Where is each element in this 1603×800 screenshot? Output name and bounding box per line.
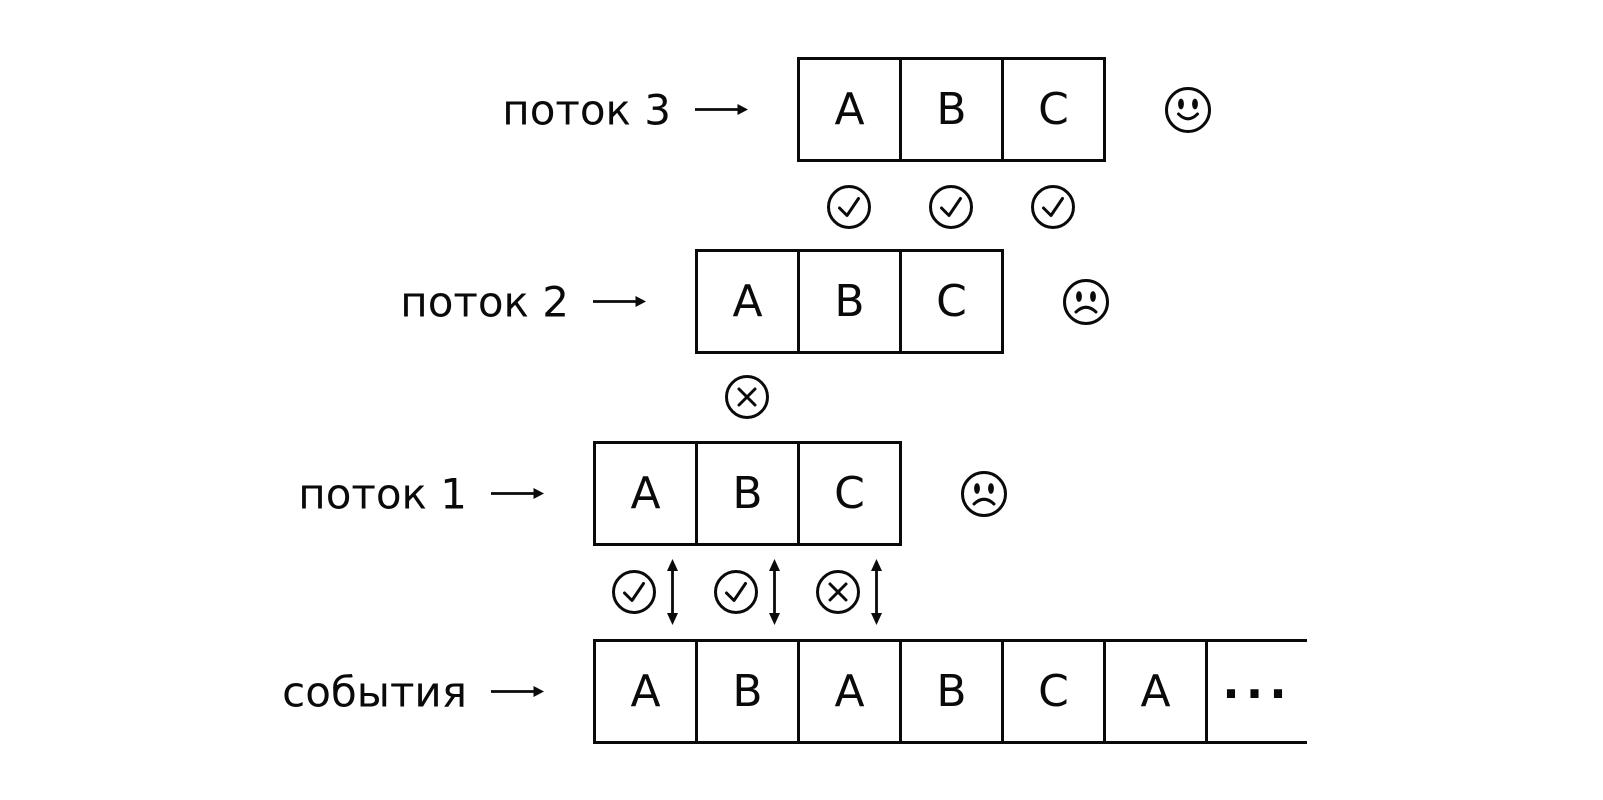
ellipsis-label: ...: [1222, 654, 1293, 709]
thread-row-1: поток 1 A B C: [298, 441, 1007, 546]
right-arrow-icon: [695, 104, 748, 115]
check-icon: [928, 184, 974, 230]
thread-cell: C: [936, 275, 967, 327]
thread-2-cells: A B C: [695, 249, 1004, 354]
thread-3-label-group: поток 3: [502, 85, 749, 134]
event-cell: A: [800, 642, 902, 741]
thread-row-3: поток 3 A B C: [502, 57, 1211, 162]
right-arrow-icon: [491, 488, 544, 499]
thread-cell: B: [800, 252, 902, 351]
double-arrow-icon: [769, 559, 780, 625]
double-arrow-icon: [871, 559, 882, 625]
marker-group: [815, 559, 885, 625]
events-cells: A B A B C A ...: [593, 639, 1307, 744]
thread-1-cells: A B C: [593, 441, 902, 546]
thread-3-label: поток 3: [502, 85, 671, 134]
cross-icon: [816, 570, 860, 614]
right-arrow-icon: [593, 296, 646, 307]
events-row: события A B A B C A ...: [282, 639, 1307, 744]
happy-face-icon: [1163, 85, 1213, 135]
thread-cell: B: [902, 60, 1004, 159]
thread-cell: C: [834, 467, 865, 519]
check-icon: [612, 570, 656, 614]
event-cell: C: [1004, 642, 1106, 741]
thread-cell: A: [800, 60, 902, 159]
ellipsis-cell: ...: [1208, 642, 1307, 741]
event-cell: A: [1106, 642, 1208, 741]
thread-cell: C: [1038, 83, 1069, 135]
cross-icon: [724, 374, 770, 420]
right-arrow-icon: [491, 686, 544, 697]
thread-cell: B: [698, 444, 800, 543]
thread-cell: A: [596, 444, 698, 543]
double-arrow-icon: [667, 559, 678, 625]
check-icon: [826, 184, 872, 230]
thread-1-label-group: поток 1: [298, 469, 545, 518]
thread-1-label: поток 1: [298, 469, 467, 518]
event-cell: B: [902, 642, 1004, 741]
marker-group: [713, 559, 783, 625]
check-icon: [1030, 184, 1076, 230]
thread-3-cells: A B C: [797, 57, 1106, 162]
thread-row-2: поток 2 A B C: [400, 249, 1109, 354]
event-cell: B: [698, 642, 800, 741]
events-label: события: [282, 667, 467, 716]
sad-face-icon: [959, 469, 1009, 519]
thread-2-label-group: поток 2: [400, 277, 647, 326]
check-icon: [714, 570, 758, 614]
event-cell: A: [596, 642, 698, 741]
sad-face-icon: [1061, 277, 1111, 327]
thread-cell: A: [698, 252, 800, 351]
events-label-group: события: [282, 667, 545, 716]
marker-group: [611, 559, 681, 625]
thread-2-label: поток 2: [400, 277, 569, 326]
